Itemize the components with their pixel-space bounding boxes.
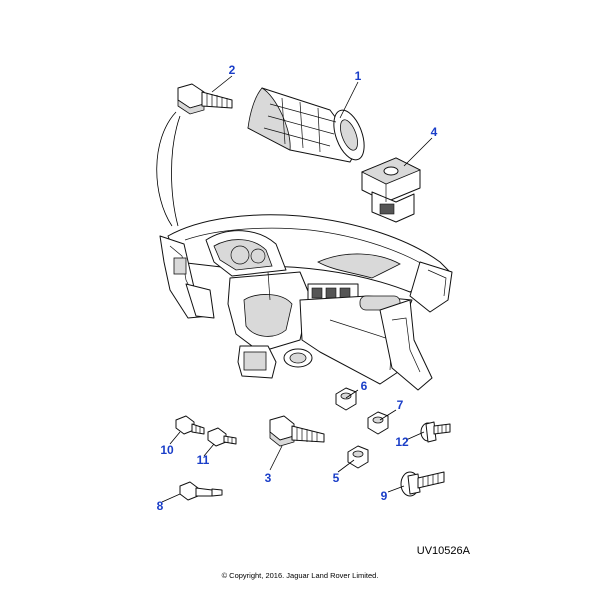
callout-2: 2: [229, 63, 236, 77]
callout-numbers: 1 2 4 6 7 12 10 11 3 5 9 8: [157, 63, 438, 513]
part-11-bolt: [207, 427, 237, 447]
part-10-bolt: [175, 415, 205, 435]
callout-3: 3: [265, 471, 272, 485]
leader-lines: [161, 75, 433, 503]
part-1-sleeve: [247, 87, 365, 163]
part-8-shoulder-bolt: [179, 481, 223, 501]
part-7-nut: [367, 411, 389, 435]
part-2-flange-bolt: [177, 83, 233, 115]
callout-8: 8: [157, 499, 164, 513]
part-3-bolt: [269, 415, 325, 447]
part-9-screw: [400, 471, 445, 497]
callout-6: 6: [361, 379, 368, 393]
part-5-nut: [347, 445, 369, 469]
part-12-screw: [420, 421, 451, 443]
part-4-clip: [361, 157, 421, 223]
callout-9: 9: [381, 489, 388, 503]
callout-11: 11: [197, 453, 210, 467]
callout-5: 5: [333, 471, 340, 485]
reference-code: UV10526A: [416, 545, 470, 557]
part-6-nut: [335, 387, 357, 411]
callout-1: 1: [355, 69, 362, 83]
copyright-notice: © Copyright, 2016. Jaguar Land Rover Lim…: [221, 571, 379, 580]
callout-7: 7: [397, 398, 404, 412]
callout-4: 4: [431, 125, 438, 139]
leader-bolt-2: [156, 111, 177, 227]
instrument-panel: [159, 214, 453, 391]
callout-10: 10: [160, 443, 174, 457]
callout-12: 12: [395, 435, 409, 449]
